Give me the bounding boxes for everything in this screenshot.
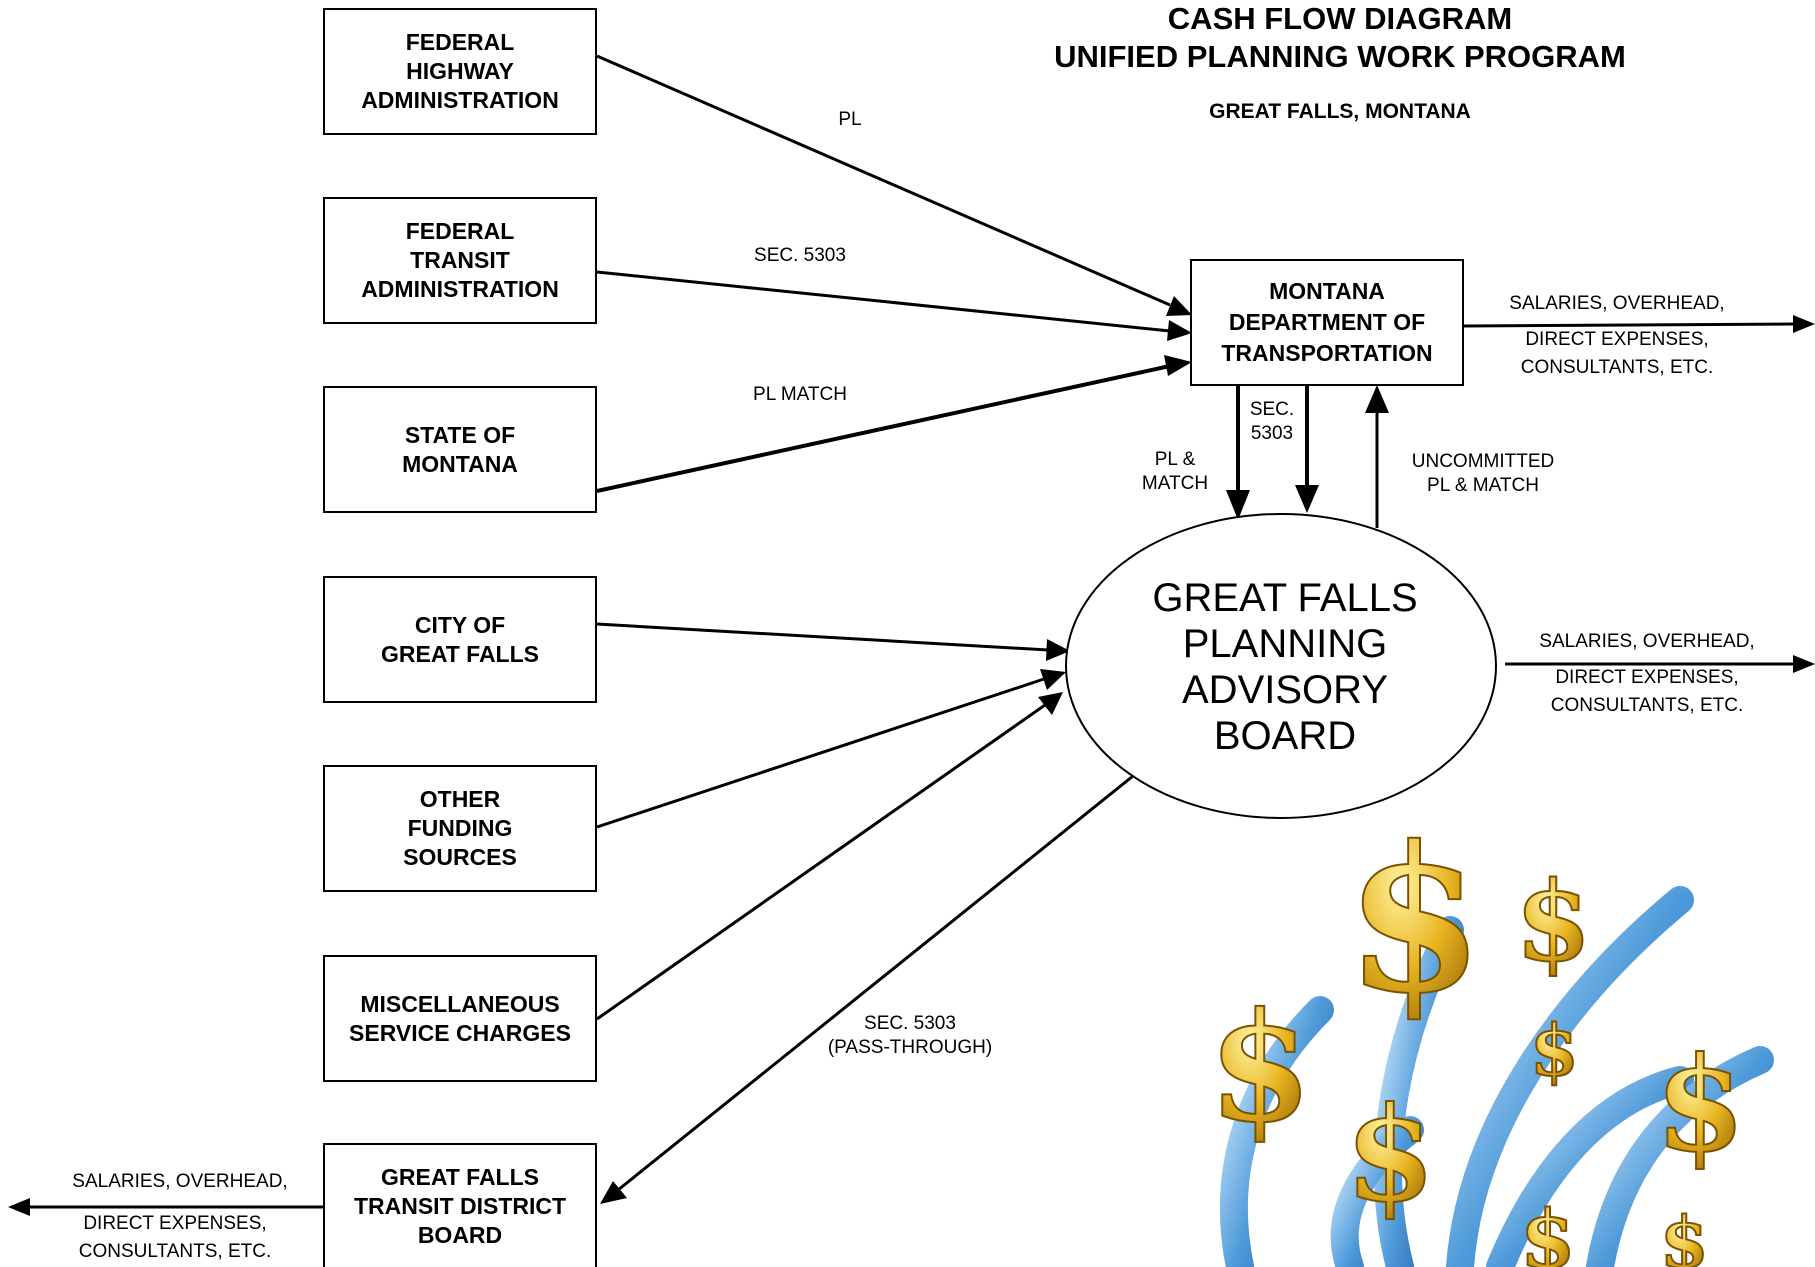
arrowhead [600,1181,627,1204]
arrowhead [1038,692,1063,715]
flow-label-uncommitted: UNCOMMITTED PL & MATCH [1411,451,1555,496]
flow-label-pl-match: PL MATCH [753,384,847,405]
outflow-transit-line1: SALARIES, OVERHEAD, [72,1171,288,1192]
arrowhead [1040,669,1066,690]
box-transit-district: GREAT FALLS TRANSIT DISTRICT BOARD [323,1143,597,1267]
arrowhead [1365,385,1389,413]
box-fhwa: FEDERAL HIGHWAY ADMINISTRATION [323,8,597,135]
flow-label-mdt-sec5303: SEC. 5303 [1249,399,1295,444]
flow-label-sec5303: SEC. 5303 [754,245,846,266]
arrow-city-to-board [596,622,1049,652]
arrowhead [8,1198,30,1216]
arrowhead [1164,355,1192,376]
outflow-board-line1: SALARIES, OVERHEAD, [1539,631,1755,652]
box-fta: FEDERAL TRANSIT ADMINISTRATION [323,197,597,324]
board-label: GREAT FALLS PLANNING ADVISORY BOARD [1152,576,1418,758]
arrow-misc-to-board [596,703,1046,1021]
arrowhead [1793,655,1815,673]
box-mdt: MONTANA DEPARTMENT OF TRANSPORTATION [1190,259,1464,386]
page-subtitle: UNIFIED PLANNING WORK PROGRAM [1054,39,1626,74]
flow-label-pass-through: SEC. 5303 (PASS-THROUGH) [827,1013,993,1058]
arrow-fta-to-mdt [596,270,1171,333]
outflow-mdt-line2: DIRECT EXPENSES, CONSULTANTS, ETC. [1520,329,1714,378]
outflow-mdt-line1: SALARIES, OVERHEAD, [1509,293,1725,314]
outflow-board-line2: DIRECT EXPENSES, CONSULTANTS, ETC. [1550,667,1744,716]
box-other-funding: OTHER FUNDING SOURCES [323,765,597,892]
arrow-fhwa-to-mdt [596,54,1171,307]
arrowhead [1046,639,1070,661]
outflow-transit-line2: DIRECT EXPENSES, CONSULTANTS, ETC. [78,1213,272,1262]
arrowhead [1166,296,1192,316]
flow-label-mdt-pl-match: PL & MATCH [1141,449,1209,494]
arrow-state-to-mdt [596,364,1171,493]
board-ellipse [1065,513,1497,819]
arrow-board-to-transit [617,774,1134,1192]
box-city: CITY OF GREAT FALLS [323,576,597,703]
box-misc-charges: MISCELLANEOUS SERVICE CHARGES [323,955,597,1082]
arrowhead [1167,320,1192,341]
arrowhead [1295,485,1319,513]
arrow-mdt-out [1463,322,1796,328]
box-state: STATE OF MONTANA [323,386,597,513]
arrow-other-to-board [596,677,1045,829]
flow-label-pl: PL [838,109,862,130]
page-title: CASH FLOW DIAGRAM [1167,1,1513,36]
arrowhead [1226,490,1250,520]
arrowhead [1793,315,1815,333]
page-location: GREAT FALLS, MONTANA [1209,100,1471,123]
